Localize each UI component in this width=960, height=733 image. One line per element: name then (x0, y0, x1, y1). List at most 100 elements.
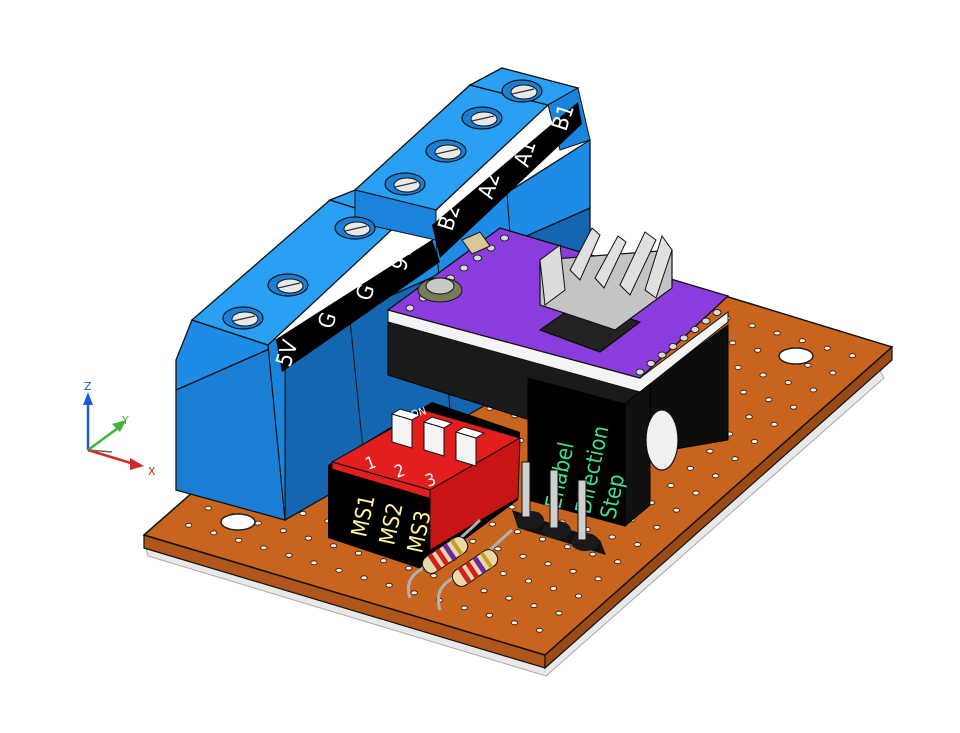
board-hole (848, 353, 857, 359)
board-hole (686, 465, 695, 471)
driver-pin (679, 334, 689, 342)
board-hole (485, 612, 493, 618)
board-hole (589, 551, 597, 557)
board-hole (765, 397, 773, 403)
driver-pin (712, 309, 722, 316)
board-hole (804, 362, 812, 368)
board-hole (488, 521, 496, 527)
driver-pin (668, 343, 678, 350)
driver-pin (646, 360, 656, 367)
board-hole (185, 522, 193, 528)
board-hole (555, 610, 563, 616)
board-hole (770, 421, 778, 427)
board-hole (524, 578, 533, 584)
driver-pin (635, 368, 645, 376)
board-hole (633, 542, 641, 547)
board-hole (304, 535, 312, 541)
board-hole (750, 439, 759, 444)
board-hole (519, 553, 527, 559)
board-hole (480, 588, 488, 594)
driver-pin (473, 254, 482, 262)
board-hole (410, 590, 418, 596)
terminal-label: G (352, 282, 381, 304)
board-hole (569, 568, 577, 574)
screw-head (510, 84, 538, 100)
board-hole (360, 575, 368, 581)
resistor (451, 549, 499, 587)
terminal-label-strip-left (276, 240, 440, 372)
board-hole (798, 338, 806, 344)
screw-head (343, 221, 371, 237)
board-hole (731, 456, 739, 462)
board-hole (299, 511, 307, 516)
board-hole (510, 620, 519, 626)
terminal-label: G (314, 310, 343, 332)
pin-header (512, 461, 606, 555)
board-hole (672, 507, 681, 513)
board-hole (460, 605, 468, 611)
board-hole (513, 529, 522, 535)
axis-y-label: Y (121, 414, 129, 427)
board-hole (739, 389, 748, 395)
board-hole (538, 536, 547, 542)
board-hole (405, 565, 413, 571)
board-hole (608, 534, 616, 540)
board-hole (574, 593, 583, 599)
board-hole (544, 561, 552, 567)
board-hole (711, 473, 720, 479)
board-hole (254, 520, 262, 526)
board-hole (329, 543, 338, 549)
board-hole (508, 504, 516, 510)
driver-pin (690, 326, 700, 333)
board-hole (354, 550, 363, 556)
board-hole (469, 538, 477, 544)
board-hole (563, 544, 572, 550)
board-hole (753, 347, 762, 353)
board-hole (430, 573, 438, 579)
board-hole (260, 545, 268, 551)
board-hole (310, 560, 318, 566)
resistor (421, 536, 469, 574)
board-hole (494, 546, 502, 552)
board-hole (790, 404, 798, 410)
heatsink (539, 227, 673, 331)
mounting-hole (778, 347, 814, 365)
axis-x-label: X (148, 465, 156, 478)
board-hole (535, 627, 544, 633)
board-hole (759, 372, 767, 378)
board-hole (204, 505, 212, 511)
board-hole (653, 524, 661, 530)
cylinder-part (645, 409, 679, 471)
board-hole (549, 586, 558, 591)
terminal-label-strip-right (432, 102, 582, 258)
board-hole (385, 582, 393, 588)
board-hole (614, 559, 622, 565)
board-hole (335, 567, 343, 573)
screw-head (470, 111, 498, 127)
board-hole (530, 603, 538, 609)
screw-head (231, 311, 259, 327)
driver-pin (459, 264, 469, 272)
driver-pin (405, 304, 415, 312)
board-hole (235, 537, 243, 543)
board-hole (706, 448, 714, 454)
board-hole (773, 330, 781, 336)
axis-z-label: Z (84, 380, 92, 393)
board-hole (285, 552, 293, 558)
driver-pin (657, 351, 667, 359)
board-hole (499, 571, 507, 576)
mounting-hole (220, 513, 256, 531)
screw-head (393, 177, 421, 193)
board-hole (505, 595, 513, 601)
board-hole (594, 576, 602, 582)
board-hole (692, 490, 700, 496)
resistors (406, 518, 513, 611)
board-hole (829, 370, 837, 376)
axis-triad: Z Y X (83, 380, 156, 478)
screw-head (434, 144, 462, 160)
board-hole (667, 483, 675, 488)
board-hole (748, 323, 756, 329)
board-hole (279, 528, 287, 534)
